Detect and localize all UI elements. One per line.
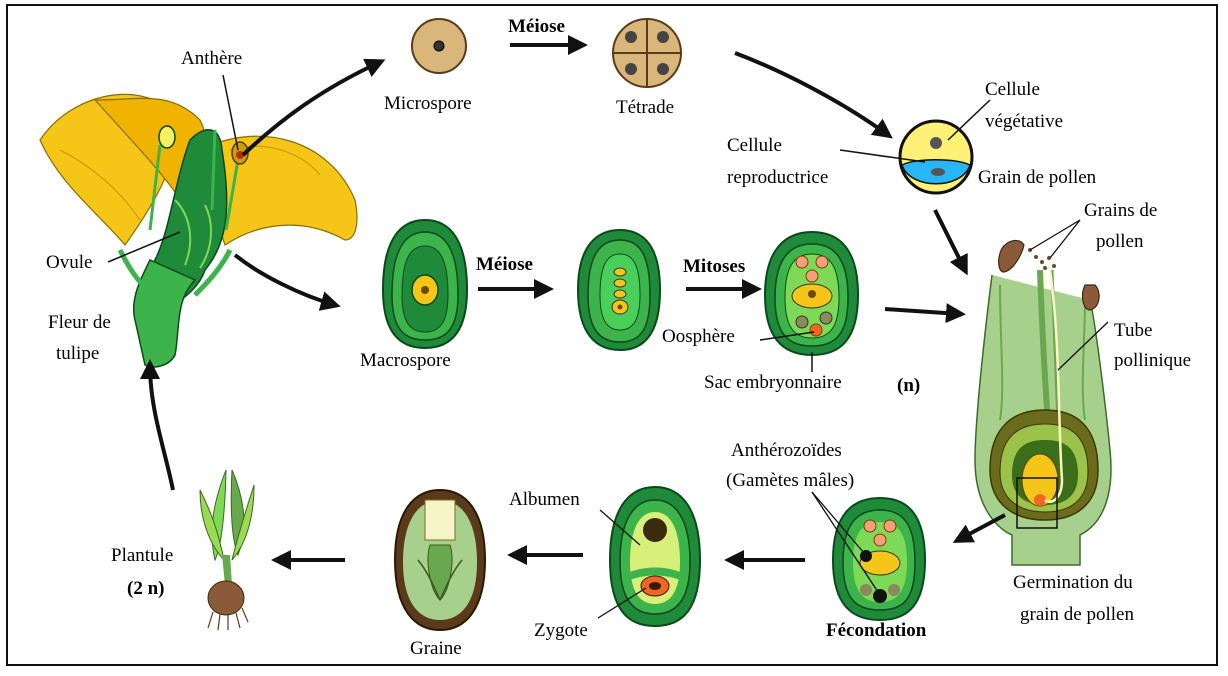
label-antherozoides-2: (Gamètes mâles) bbox=[726, 470, 855, 491]
zygote-ovule bbox=[597, 485, 702, 628]
label-tetrade: Tétrade bbox=[616, 97, 675, 118]
microspore bbox=[411, 18, 467, 74]
cycle-arrows bbox=[140, 35, 1006, 570]
label-anthere: Anthère bbox=[181, 48, 243, 69]
label-fleur-2: tulipe bbox=[56, 343, 100, 364]
label-graine: Graine bbox=[410, 638, 462, 659]
label-microspore: Microspore bbox=[384, 93, 472, 114]
label-cellule-reproductrice-1: Cellule bbox=[727, 135, 782, 156]
label-fleur-1: Fleur de bbox=[48, 312, 111, 333]
label-oosphere: Oosphère bbox=[662, 326, 735, 347]
label-cellule-vegetative-2: végétative bbox=[985, 111, 1064, 132]
label-tube-2: pollinique bbox=[1114, 350, 1192, 371]
label-sac-embryonnaire: Sac embryonnaire bbox=[704, 372, 842, 393]
label-grains-de-pollen-1: Grains de bbox=[1084, 200, 1158, 221]
label-cellule-vegetative-1: Cellule bbox=[985, 79, 1040, 100]
label-plantule-2: (2 n) bbox=[127, 578, 165, 599]
label-grain-de-pollen: Grain de pollen bbox=[978, 167, 1097, 188]
label-mitoses: Mitoses bbox=[683, 256, 746, 277]
label-albumen: Albumen bbox=[509, 489, 580, 510]
label-zygote: Zygote bbox=[534, 620, 588, 641]
plantule bbox=[199, 469, 255, 631]
label-meiose-mid: Méiose bbox=[476, 254, 533, 275]
graine bbox=[393, 488, 487, 632]
label-plantule-1: Plantule bbox=[111, 545, 174, 566]
fecondation-ovule bbox=[811, 491, 927, 622]
label-germination-1: Germination du bbox=[1013, 572, 1133, 593]
sac-embryonnaire bbox=[759, 230, 860, 372]
label-germination-2: grain de pollen bbox=[1020, 604, 1134, 625]
label-antherozoides-1: Anthérozoïdes bbox=[731, 440, 842, 461]
label-meiose-top: Méiose bbox=[508, 16, 565, 37]
tulip-flower bbox=[39, 93, 358, 368]
label-macrospore: Macrospore bbox=[360, 350, 451, 371]
leader-lines bbox=[107, 74, 239, 263]
label-cellule-reproductrice-2: reproductrice bbox=[727, 167, 829, 188]
diagram-frame bbox=[6, 4, 1218, 666]
label-tube-1: Tube bbox=[1114, 320, 1153, 341]
label-grains-de-pollen-2: pollen bbox=[1096, 231, 1144, 252]
macrospore bbox=[381, 218, 469, 350]
label-n: (n) bbox=[897, 375, 921, 396]
label-ovule: Ovule bbox=[46, 252, 93, 273]
ovule-after-meiose bbox=[576, 228, 662, 352]
label-fecondation: Fécondation bbox=[826, 620, 927, 641]
grain-de-pollen bbox=[839, 99, 991, 195]
tetrade bbox=[612, 18, 682, 88]
germination-pistil bbox=[974, 219, 1112, 566]
